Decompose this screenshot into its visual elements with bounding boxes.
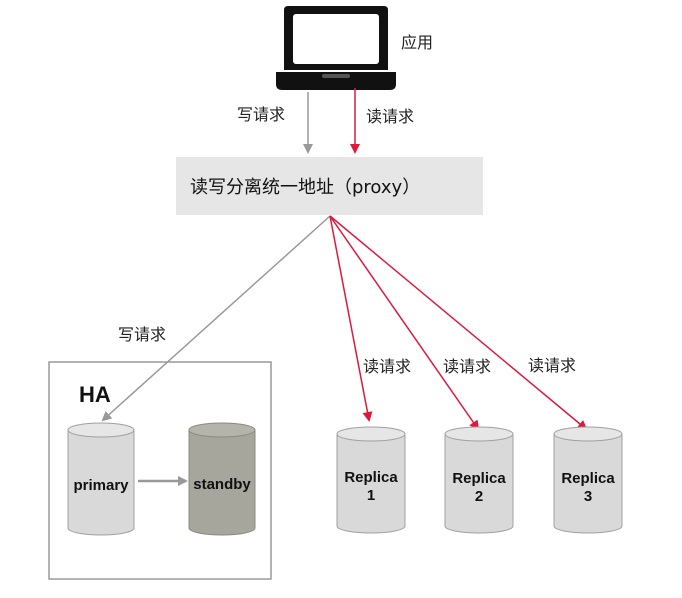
standby-db: standby — [188, 422, 256, 536]
ha-title: HA — [79, 382, 111, 407]
replica-2-label-line2: 2 — [475, 488, 483, 505]
proxy-box — [176, 157, 483, 215]
laptop-icon — [276, 6, 396, 90]
primary-label: primary — [73, 477, 129, 494]
replica-2-label-line1: Replica — [452, 470, 506, 487]
replica-3-label-line2: 3 — [584, 488, 592, 505]
replica3-read-label: 读请求 — [528, 356, 576, 375]
app-write-label: 写请求 — [237, 105, 285, 124]
standby-label: standby — [193, 476, 251, 493]
replica1-read-label: 读请求 — [363, 357, 411, 376]
replica-1-label-line1: Replica — [344, 469, 398, 486]
replica-1-db: Replica 1 — [336, 426, 406, 534]
replica-3-db: Replica 3 — [553, 426, 623, 534]
app-label: 应用 — [401, 33, 433, 52]
proxy-label: 读写分离统一地址（proxy） — [190, 177, 420, 198]
read-arrow-replica-3 — [329, 215, 588, 431]
read-arrow-replica-2 — [329, 215, 480, 431]
read-arrow-replica-1 — [329, 215, 373, 422]
app-read-label: 读请求 — [366, 107, 414, 126]
proxy-write-label: 写请求 — [118, 325, 166, 344]
replica-3-label-line1: Replica — [561, 470, 615, 487]
replica-2-db: Replica 2 — [444, 426, 514, 534]
replica2-read-label: 读请求 — [443, 357, 491, 376]
primary-db: primary — [67, 422, 135, 536]
replica-1-label-line2: 1 — [367, 487, 375, 504]
write-arrow-proxy-primary — [101, 215, 331, 422]
